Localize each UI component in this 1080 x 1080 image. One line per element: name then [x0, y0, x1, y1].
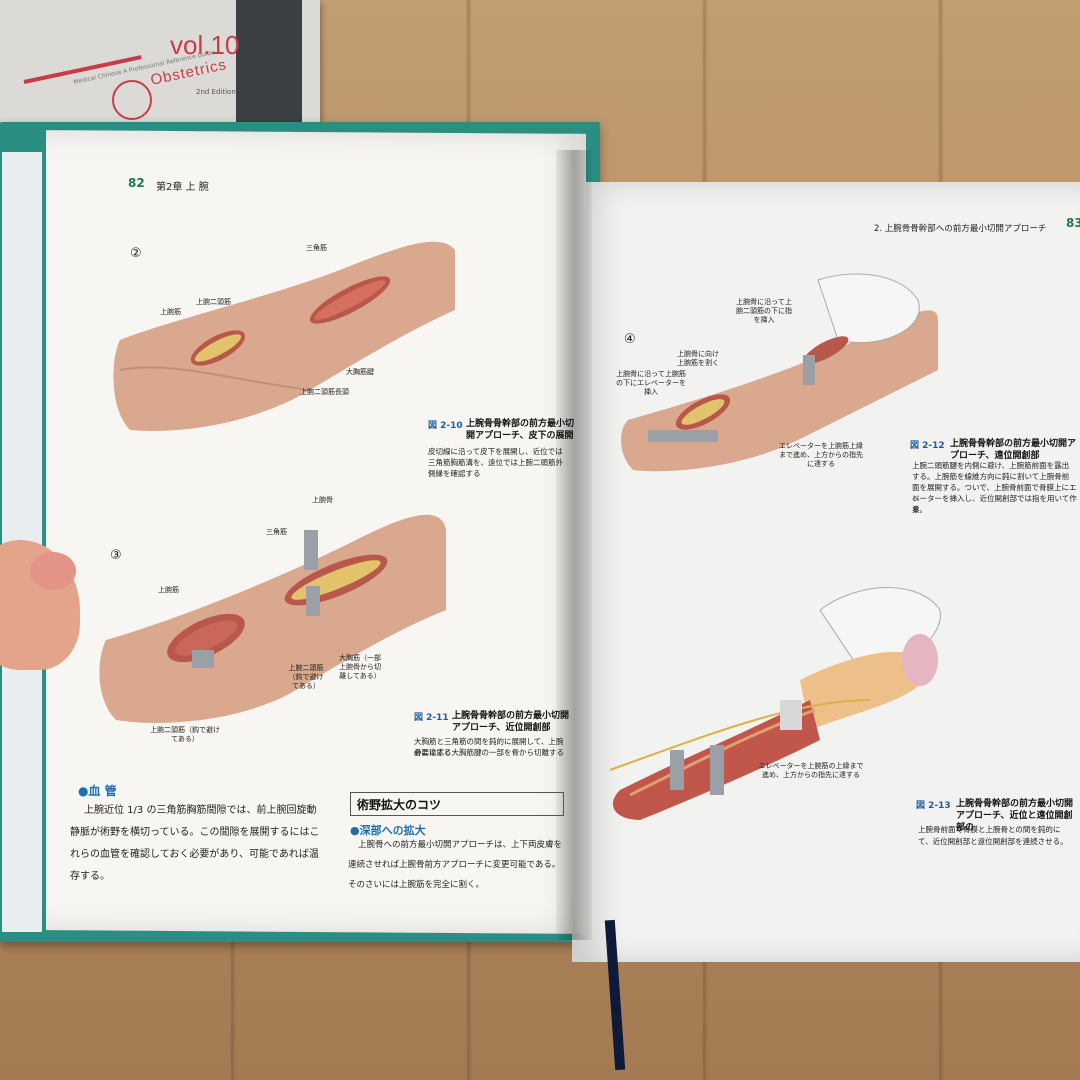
fig1-caption-body: 皮切線に沿って皮下を展開し、近位では三角筋胸筋溝を、遠位では上腕二頭筋外側縁を確…	[428, 447, 563, 478]
vessel-body-3: れらの血管を確認しておく必要があり、可能であれば温	[70, 849, 319, 860]
fig4-caption-title: 上腕骨骨幹部の前方最小切開アプローチ、近位と遠位開創部の	[956, 799, 1074, 833]
left-chapter-title: 第2章 上 腕	[156, 182, 209, 193]
fig3-label-split-brachialis: 上腕骨に向け上腕筋を割く	[677, 350, 719, 367]
deep-body-3: そのさいには上腕筋を完全に割く。	[348, 880, 485, 890]
book-gutter	[556, 150, 592, 940]
fig3-caption-body-2: する。上腕筋を線維方向に鈍に割いて上腕骨前	[912, 472, 1070, 481]
fingernail	[30, 552, 76, 590]
fig3-caption-body-4: ベーターを挿入し、近位開創部では指を用いて作業	[912, 494, 1077, 514]
fig2-caption-body-2: 必要に応じ大胸筋腱の一部を骨から切離する	[414, 748, 564, 757]
fig3-label-elevator: 上腕骨に沿って上腕筋の下にエレベーターを挿入	[616, 370, 686, 396]
fig2-label-deltoid: 三角筋	[266, 528, 287, 536]
fig2-caption-body-1: 大胸筋と三角筋の間を鈍的に展開して、上腕骨に達する	[414, 737, 564, 757]
fig3-caption-body-5: る。	[912, 505, 927, 514]
deep-body-2: 連続させれば上腕骨前方アプローチに変更可能である。	[348, 860, 561, 870]
fig4-caption-number: 図 2-13	[916, 801, 951, 811]
vessel-body-4: 存する。	[70, 871, 110, 882]
fig4-label-elevator: エレベーターを上腕筋の上縁まで進め、上方からの指先に達する	[758, 762, 864, 779]
fig1-label-brachialis: 上腕筋	[160, 308, 181, 316]
right-page	[572, 182, 1080, 962]
fig2-label-brachialis: 上腕筋	[158, 586, 179, 594]
fig2-caption-title: 上腕骨骨幹部の前方最小切開アプローチ、近位開創部	[452, 711, 570, 733]
tips-box: 術野拡大のコツ	[350, 792, 564, 816]
fig1-caption-number: 図 2-10	[428, 421, 463, 431]
figure-2-13-illustration	[609, 587, 941, 820]
fig3-label-finger: 上腕骨に沿って上腕二頭筋の下に指を挿入	[736, 298, 792, 324]
step-3-marker: ③	[110, 548, 122, 563]
fig2-label-humerus: 上腕骨	[312, 496, 333, 504]
fig4-caption-body-2: て、近位開創部と遠位開創部を連続させる。	[918, 837, 1068, 846]
fig3-label-elevator-advance: エレベーターを上腕筋上縁まで進め、上方からの指先に達する	[779, 442, 863, 468]
fig1-label-biceps: 上腕二頭筋	[196, 298, 231, 306]
fig1-caption-title: 上腕骨骨幹部の前方最小切開アプローチ、皮下の展開	[466, 419, 575, 441]
left-page-number: 82	[128, 176, 145, 190]
figure-2-11-illustration	[99, 514, 446, 723]
step-4-marker: ④	[624, 332, 636, 347]
fig1-label-pectoralis-tendon: 大胸筋腱	[346, 368, 374, 376]
background-book-logo-icon	[112, 80, 152, 120]
fig3-caption-number: 図 2-12	[910, 441, 945, 451]
step-2-marker: ②	[130, 246, 142, 261]
right-page-number: 83	[1066, 216, 1080, 230]
tips-box-heading: 術野拡大のコツ	[357, 798, 442, 812]
background-book-volume: vol.10	[170, 30, 240, 60]
fig2-label-pectoralis-partial: 大胸筋（一部上腕骨から切離してある）	[339, 654, 381, 680]
fig1-label-biceps-long-head: 上腕二頭筋長頭	[300, 388, 349, 396]
fig4-caption-body-1: 上腕骨前面で骨膜と上腕骨との間を鈍的に	[918, 825, 1061, 834]
vessel-body-1: 上腕近位 1/3 の三角筋胸筋間隙では、前上腕回旋動	[84, 805, 317, 816]
fig2-caption-number: 図 2-11	[414, 713, 449, 723]
figure-2-12-illustration	[621, 273, 938, 472]
vessel-body-2: 静脈が術野を横切っている。この間隙を展開するにはこ	[70, 827, 320, 838]
fig3-caption-body-1: 上腕二頭筋腱を内側に避け、上腕筋前面を露出	[912, 461, 1070, 470]
figure-2-10-illustration	[113, 241, 455, 431]
fig1-label-deltoid: 三角筋	[306, 244, 327, 252]
deep-body-1: 上腕骨への前方最小切開アプローチは、上下両皮膚を	[358, 840, 563, 850]
fig2-label-biceps-retracted: 上腕二頭筋（鈎で避けてある）	[288, 664, 324, 690]
deep-extension-heading: ●深部への拡大	[350, 824, 426, 837]
fig3-caption-body-3: 面を展開する。ついで、上腕骨前面で骨膜上にエレ	[912, 483, 1077, 503]
fig2-label-biceps-bottom: 上腕二頭筋（鈎で避けてある）	[150, 726, 220, 743]
right-running-head: 2. 上腕骨骨幹部への前方最小切開アプローチ	[874, 224, 1047, 234]
background-book-edition: 2nd Edition	[196, 88, 236, 96]
fig3-caption-title: 上腕骨骨幹部の前方最小切開アプローチ、遠位開創部	[950, 439, 1077, 461]
vessel-section-heading: ●血 管	[78, 784, 117, 798]
